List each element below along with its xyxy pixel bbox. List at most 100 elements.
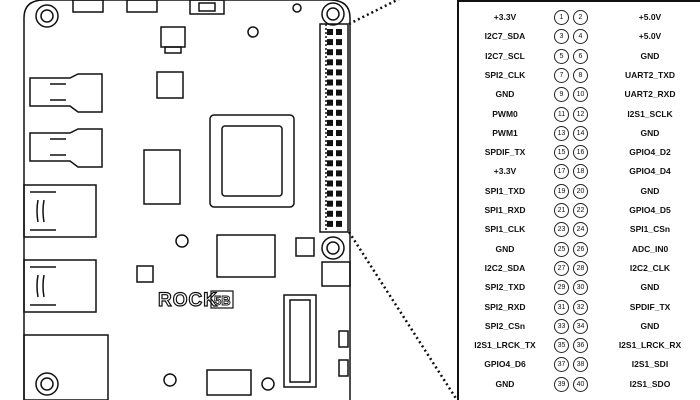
header-pin: [327, 220, 333, 227]
mounting-hole-top-left: [35, 4, 59, 28]
header-pin: [327, 99, 333, 106]
usb-port-2: [23, 259, 97, 313]
pin-number-odd: 31: [554, 299, 569, 315]
header-pin: [327, 150, 333, 157]
pin-label-left: GND: [495, 378, 515, 389]
pin-number-even: 18: [573, 164, 588, 180]
pin-label-left: GPIO4_D6: [484, 359, 526, 370]
pin-number-odd: 1: [554, 10, 569, 25]
header-pin: [327, 160, 333, 167]
pin-label-right: GPIO4_D5: [629, 205, 671, 215]
pin-label-right: I2S1_SDI: [631, 359, 669, 370]
header-pin: [336, 160, 342, 167]
pin-number-odd: 21: [554, 203, 569, 218]
pin-number-odd: 9: [554, 87, 569, 103]
audio-jack-1: [29, 73, 103, 113]
pin-number-even: 26: [573, 241, 588, 257]
pin-label-left: I2S1_LRCK_TX: [474, 340, 536, 351]
pin-number-even: 28: [573, 260, 588, 276]
pin-number-odd: 17: [554, 164, 569, 180]
header-pin: [336, 49, 342, 56]
header-pin: [336, 200, 342, 207]
pin-label-left: SPDIF_TX: [484, 147, 526, 158]
pin-label-right: SPDIF_TX: [629, 301, 671, 312]
pin-label-right: UART2_TXD: [624, 69, 676, 80]
pin-label-left: SPI1_TXD: [484, 185, 526, 196]
header-pin: [336, 79, 342, 86]
header-pin: [327, 49, 333, 56]
pin-number-odd: 5: [554, 48, 569, 64]
pin-label-left: I2C2_SDA: [484, 262, 526, 273]
header-pin: [336, 210, 342, 217]
header-pin: [327, 190, 333, 197]
header-pin: [336, 89, 342, 96]
pin-number-even: 10: [573, 87, 588, 103]
pin-label-left: GND: [495, 89, 515, 100]
pin-number-even: 34: [573, 318, 588, 334]
header-pin: [336, 180, 342, 187]
pin-number-even: 8: [573, 67, 588, 83]
pin-number-odd: 39: [554, 376, 569, 392]
pin-number-odd: 3: [554, 29, 569, 45]
gpio-header: [319, 23, 349, 233]
pin-number-odd: 35: [554, 338, 569, 354]
ethernet-port: [23, 334, 109, 400]
pin-label-left: I2C7_SCL: [485, 50, 525, 61]
pin-label-right: GND: [640, 127, 660, 138]
pin-label-right: GND: [640, 282, 660, 293]
board-outline: [23, 0, 351, 400]
audio-jack-2: [29, 128, 103, 168]
pin-label-left: +3.3V: [493, 12, 517, 22]
mounting-hole-bottom-left: [35, 372, 59, 396]
pin-label-right: I2S1_LRCK_RX: [618, 340, 682, 351]
mounting-hole-bottom-right: [321, 236, 345, 260]
pin-number-odd: 7: [554, 67, 569, 83]
pin-label-left: GND: [495, 243, 515, 254]
pin-label-right: GND: [640, 320, 660, 331]
pin-label-left: SPI2_RXD: [484, 301, 526, 312]
pin-number-odd: 29: [554, 280, 569, 296]
soc-chip: [209, 114, 295, 208]
header-pin: [336, 150, 342, 157]
pin-label-left: PWM0: [492, 108, 518, 119]
board-model: 5B: [214, 293, 231, 308]
pin-label-right: UART2_RXD: [624, 89, 676, 100]
pin-number-even: 4: [573, 29, 588, 45]
pin-number-even: 30: [573, 280, 588, 296]
header-pin: [327, 210, 333, 217]
board-illustration: ROCK 5B: [23, 0, 457, 400]
pin-number-odd: 11: [554, 106, 569, 122]
pin-number-even: 36: [573, 338, 588, 354]
header-pin: [327, 89, 333, 96]
pin-number-even: 14: [573, 125, 588, 141]
memory-chip: [143, 149, 181, 205]
pin-number-odd: 19: [554, 183, 569, 199]
pin-number-even: 16: [573, 145, 588, 161]
header-pin: [336, 220, 342, 227]
header-pin: [327, 119, 333, 126]
pin-label-right: I2S1_SDO: [629, 378, 671, 389]
pin-label-right: GND: [640, 50, 660, 61]
pin-label-right: +5.0V: [638, 31, 662, 42]
header-pin: [336, 69, 342, 76]
pin-number-even: 12: [573, 106, 588, 122]
lower-chip: [216, 234, 276, 278]
leader-line-top: [348, 0, 400, 26]
pin-number-odd: 23: [554, 222, 569, 238]
header-pin: [327, 59, 333, 66]
gpio-header-pins: [327, 29, 342, 227]
board-logo: ROCK: [158, 290, 218, 311]
header-pin: [327, 39, 333, 46]
